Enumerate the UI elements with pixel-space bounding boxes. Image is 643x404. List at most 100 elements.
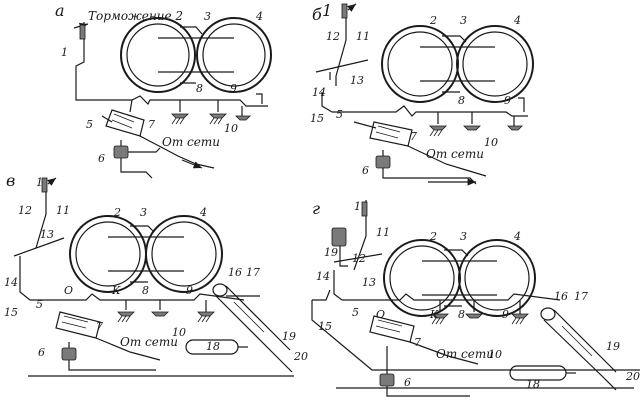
panel-g-letter: г: [312, 199, 320, 218]
panel-b-wheels: [381, 25, 534, 103]
panel-b-label-3: 3: [460, 14, 467, 27]
panel-b-brake-pedal: [315, 3, 369, 113]
panel-b-label-5: 5: [336, 108, 343, 121]
panel-a-label-4: 4: [255, 10, 263, 23]
panel-a-letter: а: [55, 1, 65, 20]
panel-g-wheels: [383, 239, 536, 317]
panel-v-label-6: 6: [38, 346, 45, 359]
panel-a-cylinder: [101, 109, 215, 179]
panel-a-label-5: 5: [86, 118, 93, 131]
panel-v-label-1: 1: [36, 176, 43, 189]
panel-b-cylinder: [353, 121, 487, 186]
panel-v-label-5: 5: [36, 298, 43, 311]
panel-v-label-18: 18: [206, 340, 220, 353]
panel-b-supply: От сети: [426, 147, 484, 161]
panel-b: б: [310, 1, 534, 186]
panel-g-brake-linkage: [342, 293, 561, 325]
panel-v-label-2: 2: [113, 206, 121, 219]
panel-b-label-9: 9: [504, 94, 511, 107]
panel-a: а Торможение 2: [55, 1, 272, 179]
panel-g-label-7: 7: [414, 336, 421, 349]
panel-g-label-2: 2: [429, 230, 437, 243]
panel-g-label-4: 4: [513, 230, 521, 243]
panel-v-supply: От сети: [120, 335, 178, 349]
panel-g-brake-pedal: [311, 200, 640, 371]
panel-g-label-14: 14: [316, 270, 330, 283]
panel-g-label-17: 17: [574, 290, 588, 303]
panel-v-label-7: 7: [96, 320, 103, 333]
panel-b-label-15: 15: [310, 112, 324, 125]
panel-v-brake-linkage: [30, 293, 245, 323]
panel-v-label-10: 10: [172, 326, 186, 339]
panel-g-label-o: О: [376, 308, 385, 321]
panel-a-label-8: 8: [196, 82, 203, 95]
panel-g-label-15: 15: [318, 320, 332, 333]
panel-a-brake-pedal: [75, 22, 86, 101]
panel-g-supply: От сети: [436, 347, 494, 361]
panel-v-label-11: 11: [56, 204, 70, 217]
panel-a-label-9: 9: [230, 82, 237, 95]
panel-g-label-5: 5: [352, 306, 359, 319]
panel-v-wheels: [69, 215, 223, 293]
panel-b-brake-linkage: [332, 97, 528, 137]
panel-v-label-k: К: [111, 284, 121, 297]
panel-g-label-9: 9: [502, 308, 509, 321]
panel-v-label-3: 3: [140, 206, 147, 219]
panel-g-label-19b: 19: [324, 246, 338, 259]
panel-g: г: [311, 199, 640, 397]
panel-v-label-15: 15: [4, 306, 18, 319]
panel-v-label-12: 12: [18, 204, 32, 217]
panel-v-letter: в: [6, 171, 15, 190]
panel-a-brake-linkage: [86, 93, 268, 125]
panel-b-label-7: 7: [410, 130, 417, 143]
panel-v-label-8: 8: [142, 284, 149, 297]
panel-v-label-9: 9: [186, 284, 193, 297]
panel-a-label-3: 3: [204, 10, 211, 23]
panel-b-label-11: 11: [356, 30, 370, 43]
panel-b-label-2: 2: [429, 14, 437, 27]
panel-a-label-6: 6: [98, 152, 105, 165]
panel-b-label-6: 6: [362, 164, 369, 177]
panel-a-supply: От сети: [162, 135, 220, 149]
panel-b-label-8: 8: [458, 94, 465, 107]
panel-a-caption: Торможение 2: [88, 9, 183, 23]
panel-v-cylinder: [28, 311, 294, 377]
panel-g-label-13: 13: [362, 276, 376, 289]
panel-b-label-13: 13: [350, 74, 364, 87]
panel-g-label-18: 18: [526, 378, 540, 391]
panel-g-label-k: К: [429, 308, 439, 321]
panel-b-letter: б: [312, 5, 322, 24]
panel-g-label-16: 16: [554, 290, 568, 303]
panel-g-label-1: 1: [354, 200, 361, 213]
panel-g-label-19: 19: [606, 340, 620, 353]
panel-v-label-16: 16: [228, 266, 242, 279]
panel-v: в: [4, 171, 308, 377]
panel-g-label-6: 6: [404, 376, 411, 389]
panel-v-label-19: 19: [282, 330, 296, 343]
panel-a-label-1: 1: [61, 46, 68, 59]
panel-b-label-12: 12: [326, 30, 340, 43]
panel-v-label-20: 20: [293, 350, 308, 363]
panel-v-label-4: 4: [199, 206, 207, 219]
panel-a-label-10: 10: [224, 122, 238, 135]
panel-g-label-8: 8: [458, 308, 465, 321]
panel-v-label-17: 17: [246, 266, 260, 279]
panel-b-label-14: 14: [312, 86, 326, 99]
panel-g-label-3: 3: [460, 230, 467, 243]
panel-a-wheels: [120, 17, 272, 93]
panel-v-brake-pedal: [13, 177, 65, 301]
panel-g-tank-and-valve: [509, 307, 617, 391]
panel-g-label-10: 10: [488, 348, 502, 361]
panel-v-label-13: 13: [40, 228, 54, 241]
panel-g-label-20: 20: [625, 370, 640, 383]
panel-b-label-1: 1: [322, 1, 332, 20]
panel-g-cylinder: [336, 315, 634, 397]
panel-v-label-o: О: [64, 284, 73, 297]
panel-v-tank-and-valve: [185, 283, 293, 373]
panel-b-label-10: 10: [484, 136, 498, 149]
panel-a-label-7: 7: [148, 118, 155, 131]
panel-g-label-11: 11: [376, 226, 390, 239]
panel-v-label-14: 14: [4, 276, 18, 289]
panel-g-label-12: 12: [352, 252, 366, 265]
